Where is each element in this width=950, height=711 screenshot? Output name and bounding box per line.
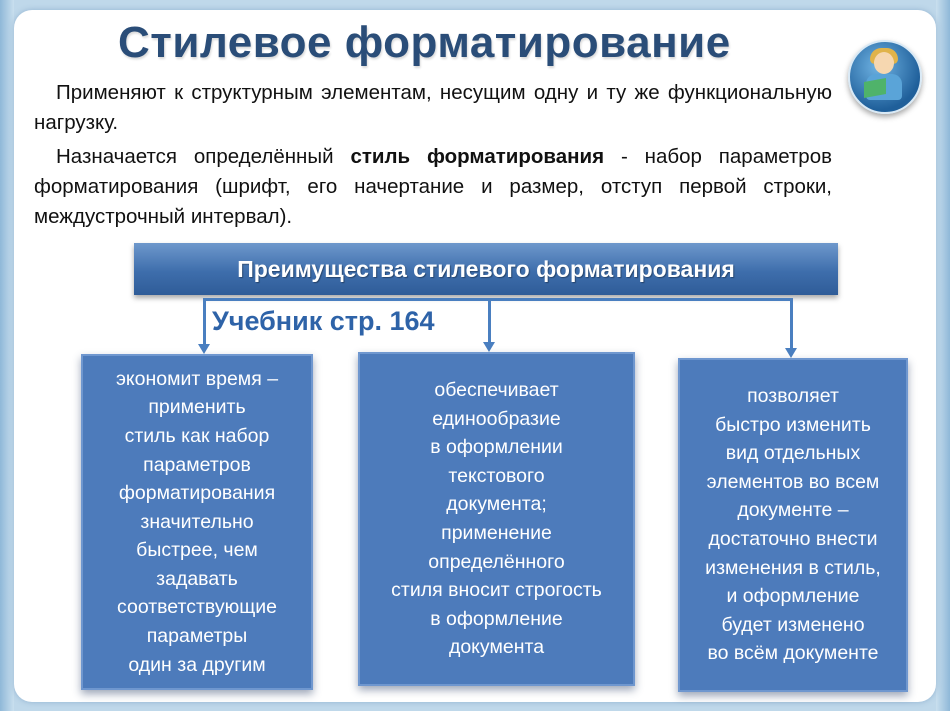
card-line: во всём документе xyxy=(707,642,879,665)
connector-middle xyxy=(488,298,491,344)
advantage-card-uniformity: обеспечивает единообразие в оформлении т… xyxy=(358,352,635,686)
card-line: достаточно внести xyxy=(708,528,878,550)
arrow-right xyxy=(785,348,797,358)
card-line: значительно xyxy=(140,510,254,533)
card-line: стиль как набор xyxy=(124,424,270,447)
card-line: вид отдельных xyxy=(725,442,861,465)
textbook-reference: Учебник стр. 164 xyxy=(212,306,435,336)
card-line: соответствующие xyxy=(117,596,277,619)
card-line: определённого xyxy=(428,550,565,573)
paragraph-definition-after: - набор параметров форматирования (шрифт… xyxy=(34,145,833,228)
card-line: документа xyxy=(448,636,545,659)
advantage-card-saves-time: экономит время – применить стиль как наб… xyxy=(81,354,313,690)
connector-horizontal xyxy=(203,298,793,301)
slide-title: Стилевое форматирование xyxy=(118,18,731,67)
card-line: параметров xyxy=(143,453,251,476)
connector-right xyxy=(790,298,793,350)
card-line: стиля вносит строгость xyxy=(391,579,602,602)
left-edge-decoration xyxy=(0,0,14,711)
card-line: форматирования xyxy=(118,482,276,505)
advantages-banner: Преимущества стилевого форматирования xyxy=(134,243,838,295)
paragraph-definition-before: Назначается определённый xyxy=(56,145,351,168)
card-line: обеспечивает xyxy=(434,379,559,402)
card-line: элементов во всем xyxy=(706,470,880,493)
paragraph-usage-text: Применяют к структурным элементам, несущ… xyxy=(34,81,832,134)
card-line: быстрее, чем xyxy=(136,539,258,562)
arrow-left xyxy=(198,344,210,354)
card-line: единообразие xyxy=(432,407,561,430)
student-reading-avatar-icon xyxy=(848,40,922,114)
card-line: позволяет xyxy=(747,385,839,408)
card-line: применение xyxy=(441,522,552,544)
arrow-middle xyxy=(483,342,495,352)
card-line: будет изменено xyxy=(721,613,865,636)
card-line: документа; xyxy=(446,493,547,516)
card-line: один за другим xyxy=(128,653,266,676)
card-line: в оформлении xyxy=(430,436,563,459)
right-edge-decoration xyxy=(936,0,950,711)
card-line: документе – xyxy=(737,499,849,522)
card-line: применить xyxy=(148,396,246,419)
card-line: параметры xyxy=(146,625,248,648)
paragraph-definition-bold: стиль форматирования xyxy=(350,145,605,168)
card-line: экономит время – xyxy=(115,367,279,390)
card-line: задавать xyxy=(156,567,238,590)
connector-left xyxy=(203,298,206,346)
paragraph-definition: Назначается определённый стиль форматиро… xyxy=(34,142,832,232)
paragraph-usage: Применяют к структурным элементам, несущ… xyxy=(34,78,832,138)
card-line: в оформление xyxy=(430,607,563,630)
card-line: и оформление xyxy=(726,585,860,608)
card-line: текстового xyxy=(448,464,545,487)
advantage-card-quick-change: позволяет быстро изменить вид отдельных … xyxy=(678,358,908,692)
card-line: изменения в стиль, xyxy=(705,556,881,579)
card-line: быстро изменить xyxy=(715,413,871,436)
